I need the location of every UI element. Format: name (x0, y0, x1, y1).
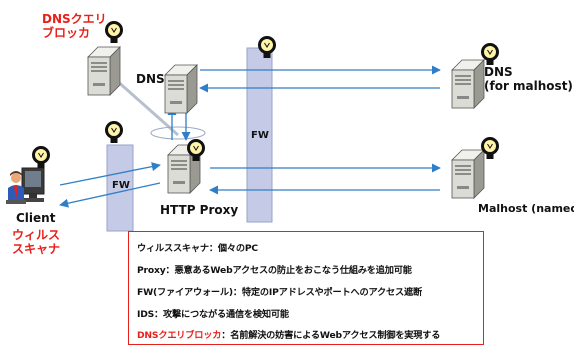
connection-arrow (59, 182, 161, 208)
dns-label: DNS (136, 72, 165, 86)
firewall-left (106, 144, 134, 232)
firewall-left-label: FW (112, 180, 130, 191)
firewall-right-label: FW (251, 130, 269, 141)
server-icon (87, 46, 121, 96)
legend-row-firewall: FW(ファイアウォール)：特定のIPアドレスやポートへのアクセス遮断 (137, 287, 422, 298)
client-label: Client (16, 211, 56, 225)
lightbulb-icon (481, 137, 499, 161)
legend-box: ウィルススキャナ：個々のPC Proxy：悪意あるWebアクセスの防止をおこなう… (128, 231, 484, 345)
virus-scanner-label: ウィルス スキャナ (12, 228, 61, 256)
lightbulb-icon (105, 21, 123, 45)
legend-row-proxy: Proxy：悪意あるWebアクセスの防止をおこなう仕組みを追加可能 (137, 265, 412, 276)
client-pc-icon (6, 167, 45, 204)
malhost-label: Malhost (named) (478, 202, 574, 215)
legend-row-ids: IDS：攻撃につながる通信を検知可能 (137, 309, 289, 320)
firewall-right (246, 47, 273, 223)
http-proxy-label: HTTP Proxy (160, 203, 239, 217)
server-icon (164, 64, 198, 114)
server-icon (451, 59, 485, 109)
legend-row-dns-blocker: DNSクエリブロッカ：名前解決の妨害によるWebアクセス制御を実現する (137, 330, 441, 341)
lightbulb-icon (105, 121, 123, 145)
dns-query-blocker-label: DNSクエリ ブロッカ (42, 12, 107, 40)
lightbulb-icon (32, 146, 50, 170)
dns-for-malhost-label: DNS (for malhost) (484, 65, 573, 93)
lightbulb-icon (481, 43, 499, 67)
legend-row-virus-scanner: ウィルススキャナ：個々のPC (137, 243, 258, 254)
connection-arrow (59, 162, 161, 186)
server-icon (451, 149, 485, 199)
